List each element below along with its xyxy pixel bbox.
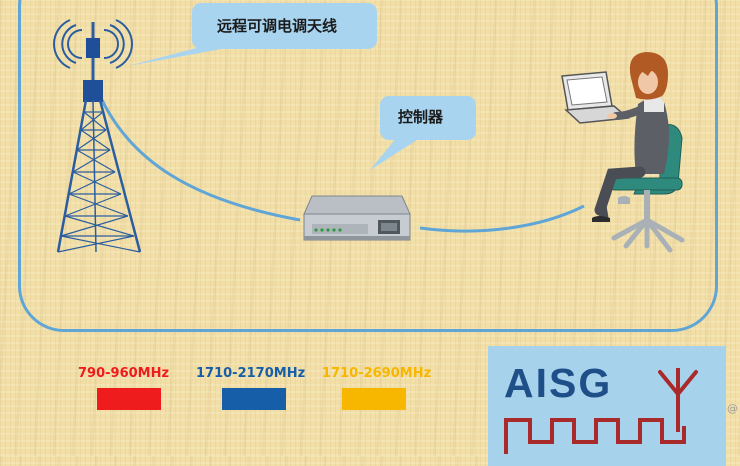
controller-device-icon <box>303 195 411 241</box>
band-swatch-low <box>97 388 161 410</box>
antenna-tower-icon <box>53 19 142 253</box>
band-label-low: 790-960MHz <box>78 366 170 381</box>
aisg-logo-text: AISG <box>504 360 613 406</box>
band-label-high: 1710-2690MHz <box>322 366 432 381</box>
band-swatch-mid <box>222 388 286 410</box>
controller-to-operator-cable <box>419 204 585 233</box>
scene-diagram <box>53 3 685 253</box>
antenna-callout-label: 远程可调电调天线 <box>217 17 338 35</box>
band-label-mid: 1710-2170MHz <box>196 366 306 381</box>
watermark: @ <box>727 402 738 415</box>
antenna-callout-bubble <box>128 3 377 66</box>
controller-callout-bubble <box>370 96 476 170</box>
antenna-logo-icon <box>504 368 698 454</box>
cable-frame <box>18 0 718 332</box>
band-swatch-high <box>342 388 406 410</box>
controller-callout-label: 控制器 <box>398 108 444 126</box>
operator-at-laptop-icon <box>561 52 685 253</box>
aisg-logo: AISG <box>488 346 726 466</box>
tower-to-controller-cable <box>98 95 301 222</box>
